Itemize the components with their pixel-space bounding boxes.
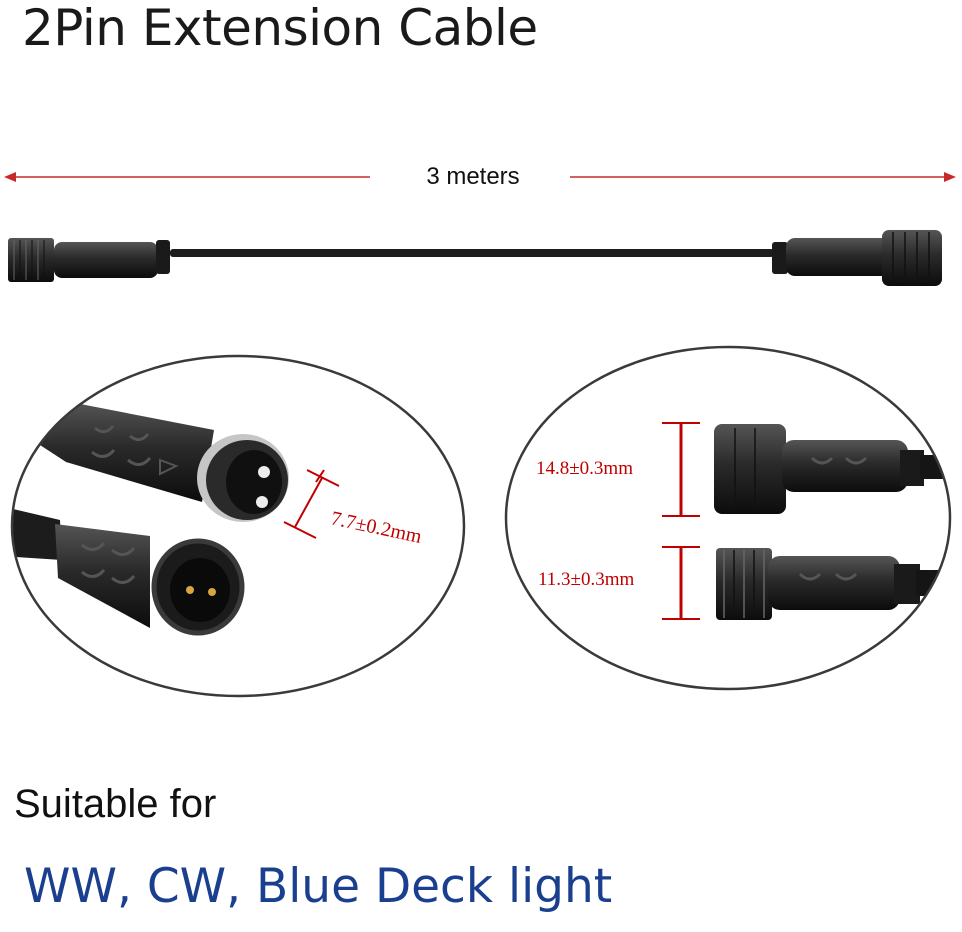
male-dimension-label: 11.3±0.3mm (538, 569, 635, 590)
product-title: 2Pin Extension Cable (22, 0, 538, 57)
connector-detail-left: 7.7±0.2mm (10, 354, 466, 698)
connector-detail-right: 14.8±0.3mm 11.3±0.3mm (504, 345, 952, 691)
suitable-caption: Suitable for (14, 782, 217, 826)
male-connector-thumbnail (8, 238, 170, 282)
socket-dimension-marker (283, 469, 340, 539)
length-label: 3 meters (426, 163, 520, 190)
male-dimension-marker (662, 546, 700, 620)
extension-cable (8, 230, 942, 286)
female-connector-thumbnail (772, 230, 942, 286)
usage-text: WW, CW, Blue Deck light (24, 859, 613, 914)
male-connector-side (716, 548, 950, 620)
length-arrow-left (4, 172, 370, 182)
female-connector-closeup (40, 402, 289, 522)
length-arrow-right (570, 172, 956, 182)
male-connector-closeup (12, 506, 245, 636)
female-dimension-marker (662, 422, 700, 517)
female-dimension-label: 14.8±0.3mm (536, 458, 633, 479)
female-connector-side (714, 424, 950, 514)
